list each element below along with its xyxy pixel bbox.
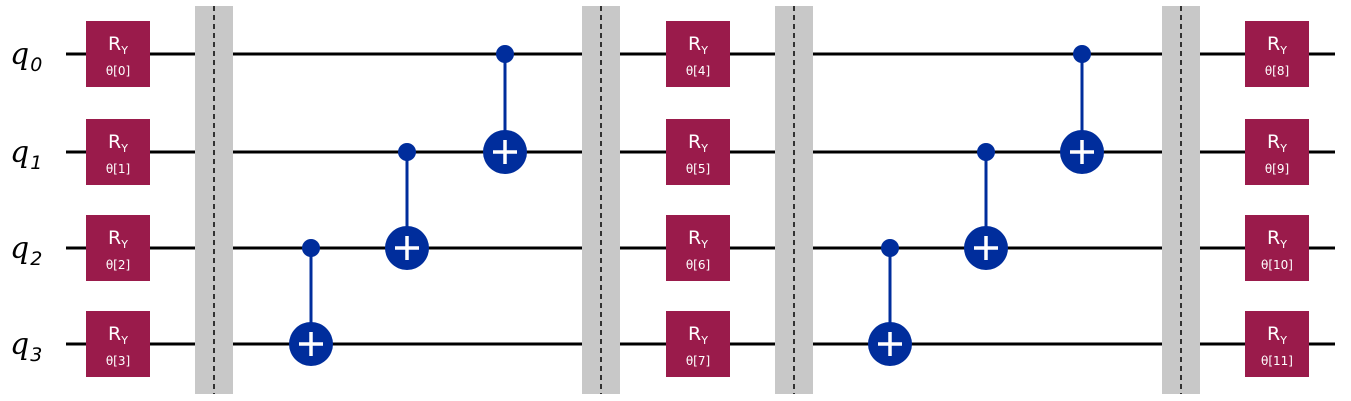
- barriers: [195, 6, 1200, 394]
- barrier: [195, 6, 233, 394]
- gate-parameter: θ[9]: [1265, 162, 1289, 176]
- qubit-labels: q0 q1 q2 q3: [10, 37, 42, 366]
- gate-parameter: θ[1]: [106, 162, 130, 176]
- gate-parameter: θ[11]: [1261, 354, 1293, 368]
- gate-label: RY: [108, 227, 128, 251]
- gate-label: RY: [688, 323, 708, 347]
- cnot-gate: [868, 239, 912, 366]
- cnot-control-dot: [496, 45, 514, 63]
- cnot-control-dot: [302, 239, 320, 257]
- gate-box: [666, 21, 730, 87]
- cnot-control-dot: [1073, 45, 1091, 63]
- barrier: [582, 6, 620, 394]
- ry-gate: RY θ[5]: [666, 119, 730, 185]
- gate-label: RY: [108, 33, 128, 57]
- gate-box: [86, 119, 150, 185]
- ry-gates: RY θ[0] RY θ[1] RY θ[2] RY θ[3] RY θ[4] RY θ[5] RY θ[…: [86, 21, 1309, 377]
- cnot-control-dot: [398, 143, 416, 161]
- cnot-control-dot: [977, 143, 995, 161]
- qubit-wires: [66, 52, 1335, 346]
- gate-box: [1245, 311, 1309, 377]
- gate-label: RY: [1267, 227, 1287, 251]
- cnot-gate: [483, 45, 527, 174]
- gate-box: [666, 119, 730, 185]
- gate-label: RY: [688, 131, 708, 155]
- ry-gate: RY θ[2]: [86, 215, 150, 281]
- gate-box: [1245, 21, 1309, 87]
- gate-box: [666, 311, 730, 377]
- gate-label: RY: [688, 33, 708, 57]
- cnot-gate: [964, 143, 1008, 270]
- gate-parameter: θ[8]: [1265, 64, 1289, 78]
- gate-box: [86, 215, 150, 281]
- gate-parameter: θ[10]: [1261, 258, 1293, 272]
- ry-gate: RY θ[10]: [1245, 215, 1309, 281]
- gate-box: [86, 311, 150, 377]
- gate-parameter: θ[6]: [686, 258, 710, 272]
- gate-box: [86, 21, 150, 87]
- ry-gate: RY θ[7]: [666, 311, 730, 377]
- gate-label: RY: [1267, 131, 1287, 155]
- ry-gate: RY θ[9]: [1245, 119, 1309, 185]
- gate-label: RY: [1267, 33, 1287, 57]
- ry-gate: RY θ[8]: [1245, 21, 1309, 87]
- qubit-label-2: q2: [10, 231, 42, 270]
- qubit-label-0: q0: [10, 37, 42, 76]
- ry-gate: RY θ[3]: [86, 311, 150, 377]
- ry-gate: RY θ[4]: [666, 21, 730, 87]
- gate-parameter: θ[5]: [686, 162, 710, 176]
- barrier: [1162, 6, 1200, 394]
- cnot-gates: [289, 45, 1104, 366]
- gate-parameter: θ[3]: [106, 354, 130, 368]
- gate-box: [1245, 215, 1309, 281]
- ry-gate: RY θ[0]: [86, 21, 150, 87]
- gate-parameter: θ[4]: [686, 64, 710, 78]
- ry-gate: RY θ[1]: [86, 119, 150, 185]
- cnot-gate: [1060, 45, 1104, 174]
- gate-parameter: θ[2]: [106, 258, 130, 272]
- cnot-control-dot: [881, 239, 899, 257]
- gate-label: RY: [108, 323, 128, 347]
- gate-parameter: θ[0]: [106, 64, 130, 78]
- gate-label: RY: [108, 131, 128, 155]
- cnot-gate: [385, 143, 429, 270]
- gate-label: RY: [688, 227, 708, 251]
- qubit-label-1: q1: [10, 135, 42, 174]
- ry-gate: RY θ[11]: [1245, 311, 1309, 377]
- gate-parameter: θ[7]: [686, 354, 710, 368]
- cnot-gate: [289, 239, 333, 366]
- ry-gate: RY θ[6]: [666, 215, 730, 281]
- barrier: [775, 6, 813, 394]
- gate-box: [1245, 119, 1309, 185]
- gate-label: RY: [1267, 323, 1287, 347]
- gate-box: [666, 215, 730, 281]
- qubit-label-3: q3: [10, 327, 42, 366]
